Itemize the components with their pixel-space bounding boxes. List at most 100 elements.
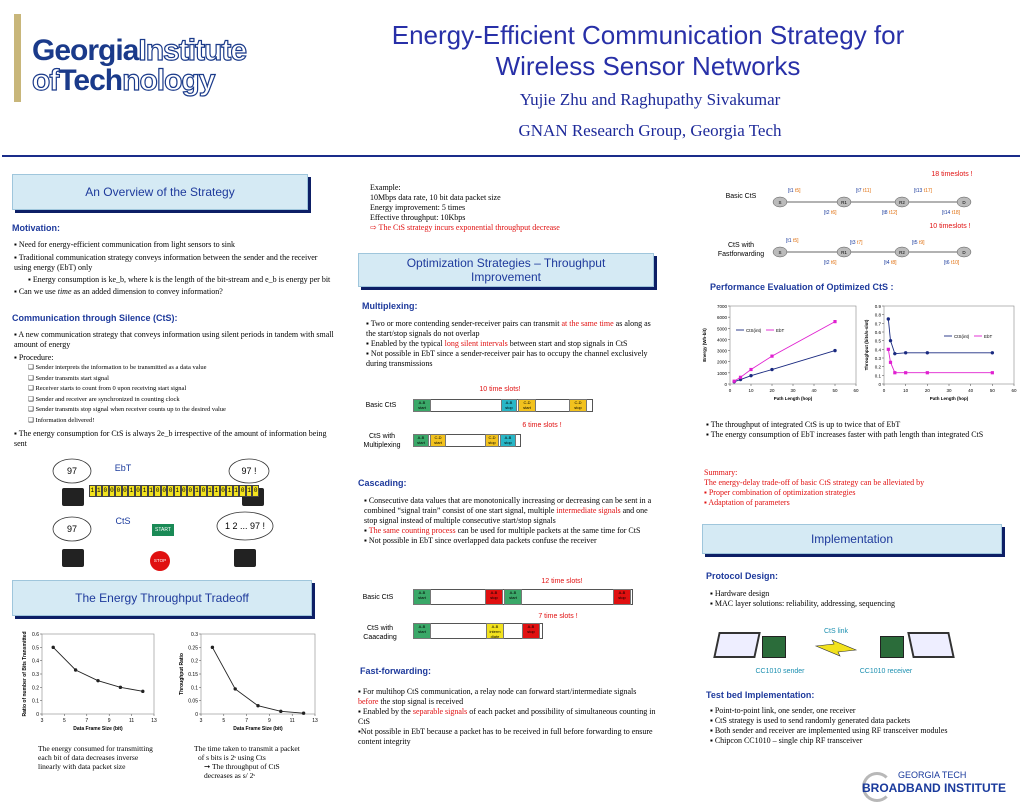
logo-tech: Tech: [58, 64, 123, 97]
y-tick-label: 0: [724, 382, 727, 387]
bit-cell: 1: [95, 485, 103, 497]
bit-cell: 0: [154, 485, 161, 497]
pd2: ▪ MAC layer solutions: reliability, addr…: [710, 599, 895, 608]
logo-line1: GeorgiaInstitute: [32, 35, 248, 66]
board-left-icon: [762, 636, 786, 658]
bit-cell: 0: [252, 485, 259, 497]
y-tick-label: 0.6: [875, 330, 882, 335]
y-tick-label: 0.1: [875, 373, 882, 378]
cap2d: decreases as s/ 2ˢ: [204, 771, 255, 780]
logo-bar: [14, 14, 21, 102]
y-tick-label: 1000: [717, 371, 728, 376]
pd1: ▪ Hardware design: [710, 589, 770, 598]
x-tick-label: 11: [290, 718, 295, 724]
y-tick-label: 0.7: [875, 321, 882, 326]
cloud-left-bottom-label: 97: [66, 524, 77, 534]
y-tick-label: 2000: [717, 360, 728, 365]
x-tick-label: 40: [968, 388, 974, 393]
y-axis-label: Ratio of number of Bits Transmitted: [22, 631, 28, 716]
cascading-heading: Cascading:: [358, 478, 407, 488]
data-point: [738, 375, 743, 379]
data-point: [904, 371, 908, 375]
x-tick-label: 20: [769, 388, 775, 393]
title-line1: Energy-Efficient Communication Strategy …: [391, 20, 905, 50]
bit-cell: 1: [141, 485, 148, 497]
x-tick-label: 9: [268, 718, 271, 724]
series-line: [887, 349, 993, 374]
bit-cell: 0: [115, 485, 122, 497]
summary-text: The energy-delay trade-off of basic CtS …: [704, 478, 925, 487]
y-tick-label: 0: [36, 712, 39, 718]
bit-cell: 0: [102, 485, 109, 497]
x-tick-label: 7: [245, 718, 248, 724]
y-tick-label: 7000: [717, 304, 728, 309]
data-point: [888, 360, 893, 364]
plot-frame: [200, 633, 316, 715]
mux3: ▪ Not possible in EbT since a sender-rec…: [366, 349, 648, 368]
header-rule: [2, 155, 1020, 157]
node-label: S: [778, 250, 781, 255]
x-tick-label: 40: [811, 388, 817, 393]
cascading-text: ▪ Consecutive data values that are monot…: [364, 496, 660, 546]
gtbi-swoosh: [862, 772, 892, 802]
tradeoff-caption-1: The energy consumed for transmitting eac…: [38, 744, 153, 771]
cas-casc-label: CtS with Caacading: [363, 625, 397, 641]
group: GNAN Research Group, Georgia Tech: [518, 121, 782, 140]
bit-cell: 0: [200, 485, 207, 497]
y-tick-label: 5000: [717, 326, 728, 331]
ff3: ▪Not possible in EbT because a packet ha…: [358, 727, 653, 746]
series-line: [734, 350, 836, 383]
data-point: [749, 367, 753, 372]
x-tick-label: 60: [1011, 388, 1017, 393]
overview-banner: An Overview of the Strategy: [12, 174, 308, 210]
performance-points: ▪ The throughput of integrated CtS is up…: [706, 420, 1006, 440]
data-point: [888, 338, 893, 343]
x-axis-label: Data Frame Size (bit): [73, 726, 123, 732]
data-point: [233, 687, 237, 691]
x-tick-label: 10: [748, 388, 754, 393]
bit-cell: 0: [180, 485, 188, 497]
data-point: [279, 709, 283, 714]
example-block: Example: 10Mbps data rate, 10 bit data p…: [370, 183, 630, 233]
data-point: [990, 351, 995, 355]
cloud-right-bottom: [216, 511, 274, 541]
x-tick-label: 11: [129, 718, 134, 724]
data-point: [770, 354, 774, 358]
node: [836, 246, 852, 258]
ts-basic-label: Basic CtS: [725, 193, 757, 200]
data-point: [833, 348, 837, 353]
bit-cell: 1: [174, 485, 181, 497]
step: ❑ Sender transmits stop signal when rece…: [28, 406, 226, 413]
y-axis-label: Throughput (bits/s-slot): [864, 319, 869, 370]
node-label: D: [962, 200, 966, 205]
y-tick-label: 0.15: [188, 672, 198, 678]
data-point: [256, 704, 260, 708]
legend-label: CtS(int): [954, 334, 970, 339]
y-tick-label: 0.6: [32, 632, 39, 638]
data-point: [886, 317, 891, 321]
x-tick-label: 0: [729, 388, 732, 393]
poster-title: Energy-Efficient Communication Strategy …: [300, 20, 996, 82]
x-tick-label: 20: [925, 388, 931, 393]
cas-top-label: 12 time slots!: [541, 578, 583, 585]
node-label: R2: [899, 250, 905, 255]
node: [836, 196, 852, 208]
logo-of: of: [31, 64, 60, 97]
y-tick-label: 0.4: [32, 659, 39, 665]
y-tick-label: 0.9: [875, 304, 882, 309]
y-tick-label: 0.05: [188, 699, 198, 705]
node: [894, 196, 910, 208]
plot-frame: [41, 633, 155, 715]
node-label: D: [962, 250, 966, 255]
bit-cell: 1: [89, 485, 96, 497]
legend-label: CtS(int): [746, 328, 762, 333]
ex-l3: Energy improvement: 5 times: [370, 203, 466, 212]
series-line: [52, 647, 143, 692]
ex-l1: Example:: [370, 183, 401, 192]
mux1: ▪ Two or more contending sender-receiver…: [366, 319, 651, 338]
bit-cell: 1: [226, 485, 233, 497]
y-tick-label: 0: [878, 382, 881, 387]
